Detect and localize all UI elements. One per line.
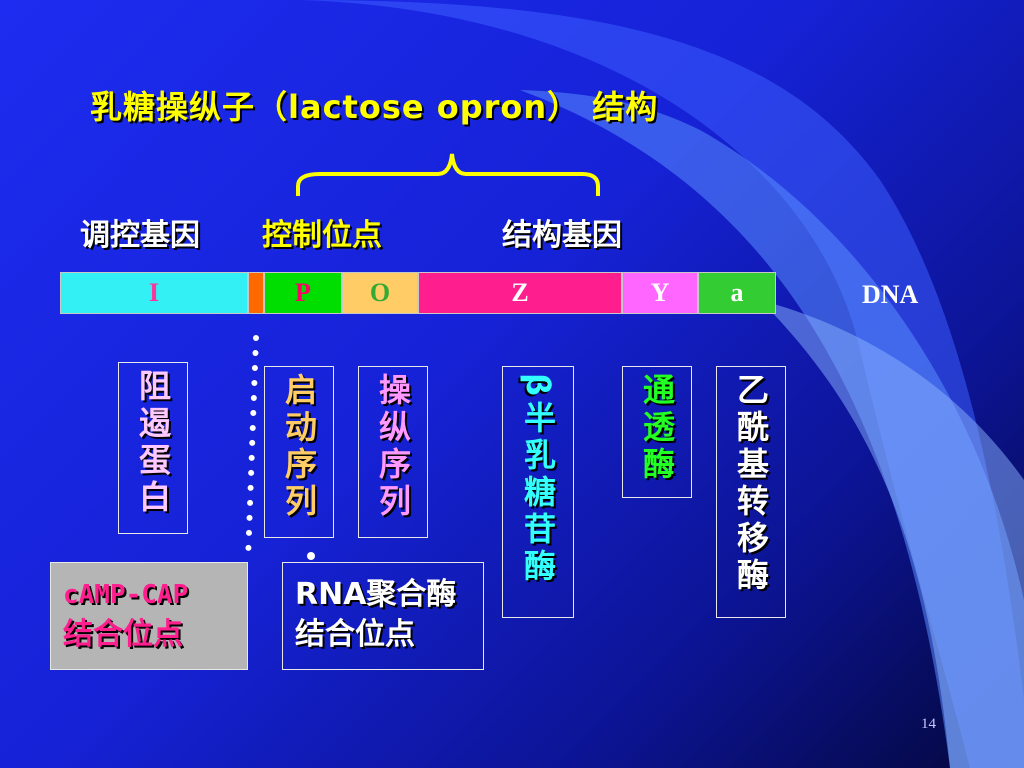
text-camp-cap-site: 结合位点 xyxy=(63,617,183,652)
text-promoter: 启动序列 xyxy=(280,373,318,521)
segment-z: Z xyxy=(418,272,622,314)
dna-label: DNA xyxy=(862,280,919,309)
segment-o: O xyxy=(342,272,418,314)
segment-i: I xyxy=(60,272,248,314)
box-camp-cap-site: cAMP-CAP 结合位点 xyxy=(50,562,248,670)
segment-p: P xyxy=(264,272,342,314)
box-operator: 操纵序列 xyxy=(358,366,428,538)
segment-a: a xyxy=(698,272,776,314)
box-repressor: 阻遏蛋白 xyxy=(118,362,188,534)
text-transacetylase: 乙酰基转移酶 xyxy=(732,373,770,595)
segment-cap-site xyxy=(248,272,264,314)
text-permease: 通透酶 xyxy=(638,373,676,484)
slide-title: 乳糖操纵子（lactose opron） 结构 xyxy=(90,88,659,126)
text-rna-polymerase: RNA聚合酶 xyxy=(295,577,457,612)
box-permease: 通透酶 xyxy=(622,366,692,498)
page-number: 14 xyxy=(921,716,936,732)
box-rna-polymerase-site: RNA聚合酶 结合位点 xyxy=(282,562,484,670)
box-transacetylase: 乙酰基转移酶 xyxy=(716,366,786,618)
brace-icon xyxy=(296,153,600,196)
label-regulatory-gene: 调控基因 xyxy=(80,218,200,253)
dotted-divider xyxy=(245,335,315,563)
box-beta-galactosidase: β半乳糖苷酶 xyxy=(502,366,574,618)
text-repressor: 阻遏蛋白 xyxy=(134,369,172,517)
box-promoter: 启动序列 xyxy=(264,366,334,538)
label-structural-gene: 结构基因 xyxy=(502,218,622,253)
label-control-site: 控制位点 xyxy=(262,218,382,253)
text-operator: 操纵序列 xyxy=(374,373,412,521)
text-beta-galactosidase: β半乳糖苷酶 xyxy=(519,373,557,586)
text-rna-polymerase-site: 结合位点 xyxy=(295,617,415,652)
text-camp-cap: cAMP-CAP xyxy=(63,580,189,610)
segment-y: Y xyxy=(622,272,698,314)
